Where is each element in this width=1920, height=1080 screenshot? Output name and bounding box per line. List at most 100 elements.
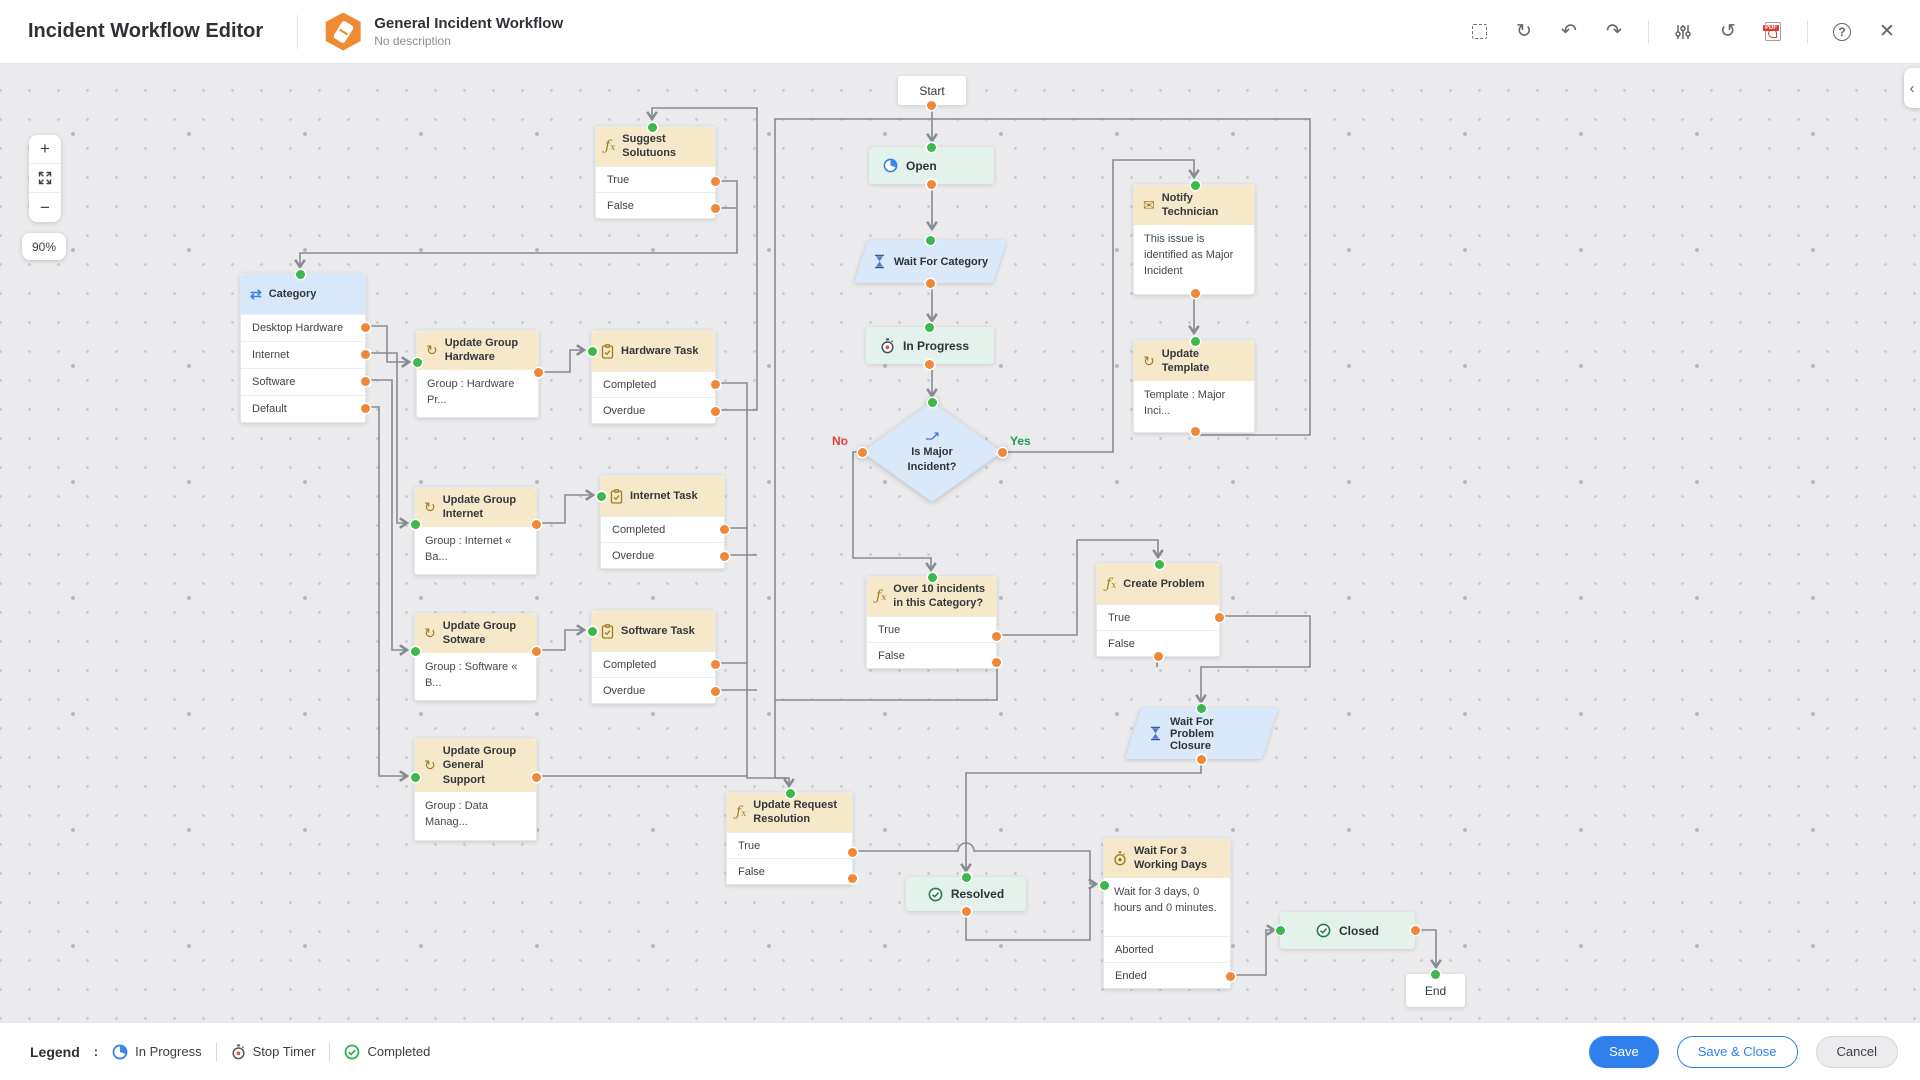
refresh-icon[interactable]: ↻ [1516, 21, 1532, 42]
node-start[interactable]: Start [898, 76, 966, 110]
connector-port-out[interactable] [1196, 754, 1206, 764]
redo-icon[interactable]: ↷ [1606, 21, 1622, 42]
connector-port-out[interactable] [927, 179, 936, 189]
connector-port-out[interactable] [927, 100, 936, 110]
connector-port-out[interactable] [710, 406, 720, 416]
connector-port-out[interactable] [847, 847, 857, 857]
node-output-completed[interactable]: Completed [592, 371, 715, 397]
node-update-group-hardware[interactable]: ↻Update Group Hardware Group : Hardware … [412, 330, 543, 419]
node-output-true[interactable]: True [867, 615, 996, 642]
connector-port-out[interactable] [925, 359, 934, 369]
node-open[interactable]: Open [869, 142, 994, 189]
connector-port-out[interactable] [360, 323, 370, 332]
connector-port-out[interactable] [719, 551, 729, 561]
connector-port-in[interactable] [926, 235, 935, 245]
connector-port-in[interactable] [648, 122, 657, 132]
connector-port-out[interactable] [1190, 427, 1200, 437]
node-output-aborted[interactable]: Aborted [1104, 936, 1230, 963]
connector-port-in[interactable] [1154, 559, 1164, 569]
connector-port-out[interactable] [997, 447, 1007, 457]
connector-port-in[interactable] [410, 519, 420, 529]
connector-port-out[interactable] [991, 631, 1001, 641]
node-wait-for-problem-closure[interactable]: Wait For Problem Closure [1124, 703, 1279, 764]
connector-port-in[interactable] [927, 142, 936, 152]
node-output-false[interactable]: False [727, 857, 852, 884]
node-output-overdue[interactable]: Overdue [592, 397, 715, 423]
node-output-overdue[interactable]: Overdue [592, 677, 715, 703]
chevron-left-icon[interactable]: ‹ [1904, 68, 1920, 108]
node-wait-for-3-working-days[interactable]: Wait For 3 Working Days Wait for 3 days,… [1099, 838, 1235, 990]
node-is-major-incident[interactable]: Is Major Incident? [857, 397, 1007, 502]
connector-port-in[interactable] [927, 397, 937, 407]
zoom-out-button[interactable]: − [40, 197, 50, 217]
connector-port-out[interactable] [991, 657, 1001, 667]
node-output-overdue[interactable]: Overdue [601, 542, 724, 568]
node-internet-task[interactable]: Internet Task Completed Overdue [596, 475, 729, 569]
connector-port-out[interactable] [1225, 971, 1235, 981]
connector-port-in[interactable] [410, 772, 420, 782]
node-output-completed[interactable]: Completed [592, 651, 715, 677]
connector-port-in[interactable] [1275, 926, 1285, 935]
connector-port-out[interactable] [1410, 926, 1420, 935]
connector-port-out[interactable] [710, 659, 720, 669]
connector-port-out[interactable] [1190, 289, 1200, 299]
connector-port-out[interactable] [961, 906, 971, 916]
connector-port-out[interactable] [360, 377, 370, 386]
cancel-button[interactable]: Cancel [1815, 1035, 1898, 1068]
node-output-false[interactable]: False [596, 191, 715, 218]
marquee-select-icon[interactable] [1468, 21, 1490, 43]
connector-port-in[interactable] [1099, 880, 1109, 890]
node-closed[interactable]: Closed [1275, 912, 1420, 949]
node-end[interactable]: End [1406, 969, 1465, 1007]
zoom-level-indicator[interactable]: 90% [22, 233, 66, 260]
node-wait-for-category[interactable]: Wait For Category [854, 235, 1007, 288]
zoom-in-button[interactable]: + [29, 135, 61, 164]
fit-to-screen-button[interactable] [29, 164, 61, 193]
connector-port-in[interactable] [1190, 180, 1200, 190]
node-hardware-task[interactable]: Hardware Task Completed Overdue [587, 330, 720, 424]
node-output-true[interactable]: True [596, 165, 715, 192]
category-option[interactable]: Desktop Hardware [241, 314, 365, 341]
node-output-true[interactable]: True [1097, 604, 1219, 630]
node-category[interactable]: ⇄Category Desktop Hardware Internet Soft… [240, 269, 370, 423]
connector-port-out[interactable] [847, 873, 857, 883]
category-option[interactable]: Default [241, 395, 365, 422]
connector-port-out[interactable] [531, 646, 541, 656]
connector-port-out[interactable] [710, 686, 720, 696]
node-output-true[interactable]: True [727, 831, 852, 858]
connector-port-out[interactable] [531, 772, 541, 782]
category-option[interactable]: Software [241, 368, 365, 395]
connector-port-out[interactable] [1214, 612, 1224, 622]
connector-port-in[interactable] [927, 572, 937, 582]
connector-port-out[interactable] [360, 404, 370, 413]
node-update-group-internet[interactable]: ↻Update Group Internet Group : Internet … [410, 487, 541, 576]
connector-port-in[interactable] [1431, 969, 1440, 979]
connector-port-in[interactable] [961, 872, 971, 882]
connector-port-out[interactable] [533, 368, 543, 377]
save-button[interactable]: Save [1589, 1035, 1659, 1068]
slider-settings-icon[interactable] [1672, 21, 1694, 43]
connector-port-out[interactable] [719, 524, 729, 534]
node-output-ended[interactable]: Ended [1104, 962, 1230, 989]
node-update-template[interactable]: ↻Update Template Template : Major Inci..… [1133, 336, 1255, 437]
node-resolved[interactable]: Resolved [906, 872, 1026, 916]
connector-port-out[interactable] [1153, 651, 1163, 661]
connector-port-out[interactable] [710, 379, 720, 389]
node-output-false[interactable]: False [867, 641, 996, 668]
node-in-progress[interactable]: In Progress [866, 322, 994, 369]
connector-port-in[interactable] [925, 322, 934, 332]
category-option[interactable]: Internet [241, 341, 365, 368]
node-update-group-general-support[interactable]: ↻Update Group General Support Group : Da… [410, 738, 541, 841]
node-software-task[interactable]: Software Task Completed Overdue [587, 610, 720, 704]
connector-port-in[interactable] [412, 358, 422, 367]
connector-port-in[interactable] [296, 269, 305, 279]
connector-port-out[interactable] [710, 177, 720, 186]
connector-port-out[interactable] [926, 278, 935, 288]
connector-port-in[interactable] [1196, 703, 1206, 713]
connector-port-out[interactable] [857, 447, 867, 457]
connector-port-in[interactable] [785, 788, 795, 798]
export-pdf-icon[interactable] [1762, 21, 1784, 43]
connector-port-in[interactable] [410, 646, 420, 656]
node-notify-technician[interactable]: ✉Notify Technician This issue is identif… [1133, 180, 1255, 299]
